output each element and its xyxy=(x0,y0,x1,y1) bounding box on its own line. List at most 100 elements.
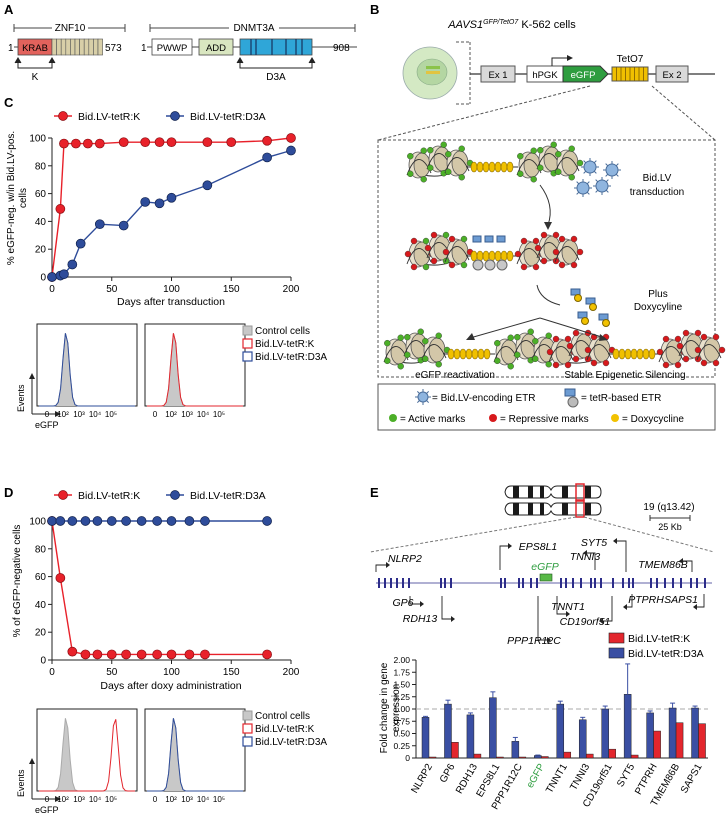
teto-site xyxy=(506,161,514,173)
teto-site xyxy=(494,250,502,262)
exon xyxy=(518,578,520,588)
hist-tick-label: 10³ xyxy=(73,410,85,419)
d3a-label: D3A xyxy=(266,72,286,83)
active-mark xyxy=(527,328,534,335)
data-point xyxy=(92,516,103,526)
zinc-fingers xyxy=(51,38,103,56)
lentivirus-icon xyxy=(576,181,590,195)
repressive-mark xyxy=(424,244,432,252)
repressive-mark xyxy=(700,333,708,341)
data-point xyxy=(67,516,78,526)
exon xyxy=(612,578,614,588)
teto-site xyxy=(470,250,478,262)
active-mark xyxy=(445,150,452,158)
legend-lv-text: = Bid.LV-encoding ETR xyxy=(432,393,536,404)
exon xyxy=(396,578,398,588)
repressive-mark xyxy=(430,231,438,239)
data-point xyxy=(262,152,272,163)
data-point xyxy=(47,516,57,526)
repressive-mark xyxy=(694,329,702,337)
repressive-mark xyxy=(694,355,702,363)
effector-domain xyxy=(484,235,494,243)
teto-site xyxy=(648,348,656,360)
legend-k: Bid.LV-tetR:K xyxy=(255,339,315,350)
active-mark xyxy=(507,334,514,341)
bar xyxy=(444,703,452,759)
exon xyxy=(590,578,592,588)
teto-site xyxy=(476,250,484,262)
repressive-mark xyxy=(552,361,560,369)
data-point xyxy=(154,198,165,209)
hist-tick-label: 10³ xyxy=(181,795,193,804)
active-mark xyxy=(460,235,468,243)
y-tick-label: 1.25 xyxy=(393,692,410,702)
exon xyxy=(390,578,392,588)
exon xyxy=(656,578,658,588)
repressive-mark xyxy=(674,361,682,369)
bar xyxy=(473,753,482,759)
repressive-mark xyxy=(682,355,690,363)
gene-arrow xyxy=(603,596,613,622)
exon xyxy=(378,578,380,588)
series-line xyxy=(51,520,268,656)
bar xyxy=(698,723,706,759)
gene-label-tnnt1: TNNT1 xyxy=(551,601,585,613)
x-tick-label: 0 xyxy=(49,667,55,678)
lentivirus-icon xyxy=(605,163,619,177)
active-mark xyxy=(494,339,501,347)
exon xyxy=(690,578,692,588)
d3a-histogram xyxy=(147,718,243,792)
active-mark xyxy=(458,145,465,152)
active-mark xyxy=(445,168,452,176)
zinc-finger xyxy=(88,38,94,56)
gene-arrow-head xyxy=(613,538,617,544)
active-mark xyxy=(545,332,552,339)
legend-tetr-icon xyxy=(564,388,579,408)
data-point xyxy=(71,138,81,149)
active-mark xyxy=(576,159,584,167)
active-mark xyxy=(507,363,514,370)
histogram-frame xyxy=(144,323,246,407)
active-mark xyxy=(407,152,414,160)
tetr-protein xyxy=(484,259,496,271)
data-point xyxy=(106,516,117,526)
gene-label-tmem86b: TMEM86B xyxy=(638,559,688,571)
bar xyxy=(630,754,639,759)
data-point xyxy=(59,138,69,149)
ex1-box xyxy=(480,65,516,83)
repressive-mark xyxy=(718,346,726,354)
mechanism-box xyxy=(377,139,716,378)
repressive-mark-dot xyxy=(489,414,497,422)
data-point xyxy=(166,516,177,526)
active-mark xyxy=(517,170,524,178)
data-point xyxy=(262,516,272,526)
active-mark xyxy=(384,357,391,365)
bar xyxy=(511,741,520,759)
bar xyxy=(668,707,677,759)
panel-d-ylabel: % of eGFP-negative cells xyxy=(12,525,23,638)
repressive-mark xyxy=(410,237,418,245)
hist-tick-label: 10³ xyxy=(73,795,85,804)
bar xyxy=(428,756,437,759)
nucleosome xyxy=(428,337,446,363)
tetr-protein xyxy=(496,259,508,271)
legend-dox-text: = Doxycycline xyxy=(622,414,684,425)
doxy-icon xyxy=(602,319,610,327)
chromatin-reactivated xyxy=(383,328,561,370)
x-tick-label: SYT5 xyxy=(615,762,637,790)
data-point xyxy=(82,138,93,149)
repressive-mark xyxy=(546,348,554,356)
ex2-box xyxy=(655,65,689,83)
legend-d3a: Bid.LV-tetR:D3A xyxy=(190,490,266,502)
teto7-label: TetO7 xyxy=(617,54,644,65)
x-tick-label: 0 xyxy=(49,284,55,295)
repressive-mark xyxy=(410,263,418,271)
teto-site xyxy=(470,161,478,173)
gene-arrow xyxy=(409,596,420,605)
x-tick-label: 150 xyxy=(223,667,240,678)
repressive-mark xyxy=(572,355,580,363)
panel-b-legend xyxy=(377,383,716,431)
k-bracket xyxy=(14,57,56,69)
